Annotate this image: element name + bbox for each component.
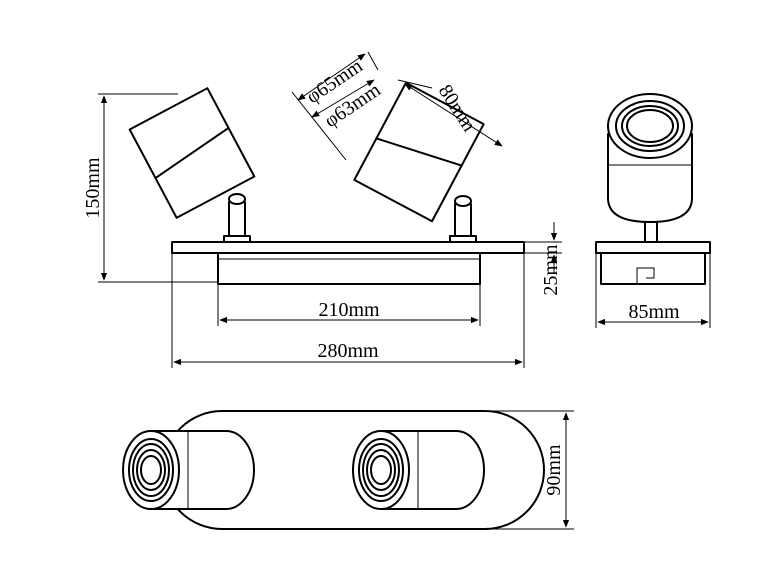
dim-label-210: 210mm — [318, 299, 380, 321]
dim-label-150: 150mm — [82, 157, 104, 219]
top-right-spotlight — [352, 430, 485, 510]
dim-label-25: 25mm — [540, 244, 562, 296]
dim-label-85: 85mm — [628, 301, 680, 323]
dim-label-90: 90mm — [543, 444, 565, 496]
dimension-210: 210mm — [217, 284, 481, 326]
dimension-25: 25mm — [524, 222, 562, 296]
side-plate — [595, 241, 711, 254]
dimension-90: 90mm — [485, 410, 574, 530]
front-view — [128, 81, 525, 285]
dimension-85: 85mm — [595, 253, 711, 328]
top-view — [122, 410, 545, 530]
fixture-body — [217, 252, 481, 285]
dim-label-280: 280mm — [317, 340, 379, 362]
side-lens-outer — [607, 93, 693, 159]
dimension-280: 280mm — [171, 253, 525, 368]
dimension-diameters: φ65mm φ63mm — [291, 51, 385, 161]
top-left-spotlight — [122, 430, 255, 510]
mounting-plate — [171, 241, 525, 254]
side-view — [595, 93, 711, 285]
side-base — [600, 252, 706, 285]
left-spotlight — [128, 87, 256, 219]
dimension-150: 150mm — [82, 93, 218, 283]
